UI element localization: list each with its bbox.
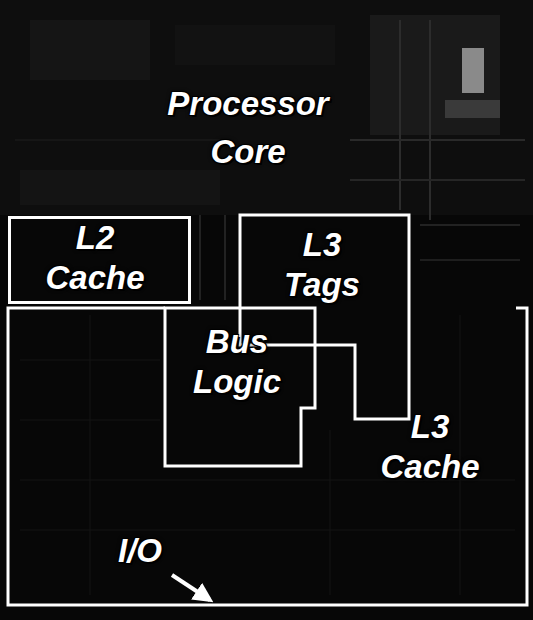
- cache-grid: [330, 430, 331, 595]
- die-wire: [224, 215, 226, 300]
- region-label: Bus Logic: [193, 322, 281, 401]
- bus-region: Bus Logic: [165, 308, 315, 466]
- region-label: L2 Cache: [45, 218, 144, 297]
- region-border: [8, 308, 527, 605]
- cache-grid: [90, 315, 91, 595]
- core-block: [175, 25, 335, 65]
- core-block: [30, 20, 150, 80]
- die-wire: [429, 20, 431, 220]
- die-wire: [15, 140, 220, 141]
- cache-grid: [20, 530, 515, 531]
- die-wire: [350, 139, 525, 141]
- cache-region: L3 Cache: [8, 308, 528, 606]
- cache-region: L2 Cache: [8, 216, 191, 304]
- region-label: L3 Cache: [380, 407, 479, 486]
- core-bright-block: [462, 48, 484, 93]
- core-block: [445, 100, 500, 118]
- die-wire: [420, 259, 520, 261]
- core-block: [370, 15, 500, 135]
- die-wire: [420, 224, 520, 226]
- io-label: I/O: [118, 531, 162, 571]
- core-block: [20, 170, 220, 205]
- region-border: [165, 308, 315, 466]
- core-area: [0, 0, 533, 215]
- die-wire: [350, 179, 525, 181]
- io-arrow: [172, 575, 210, 600]
- die-wire: [199, 215, 201, 300]
- die-wire: [399, 20, 401, 210]
- region-label: L3 Tags: [284, 225, 360, 304]
- block-label: Processor Core: [167, 80, 328, 176]
